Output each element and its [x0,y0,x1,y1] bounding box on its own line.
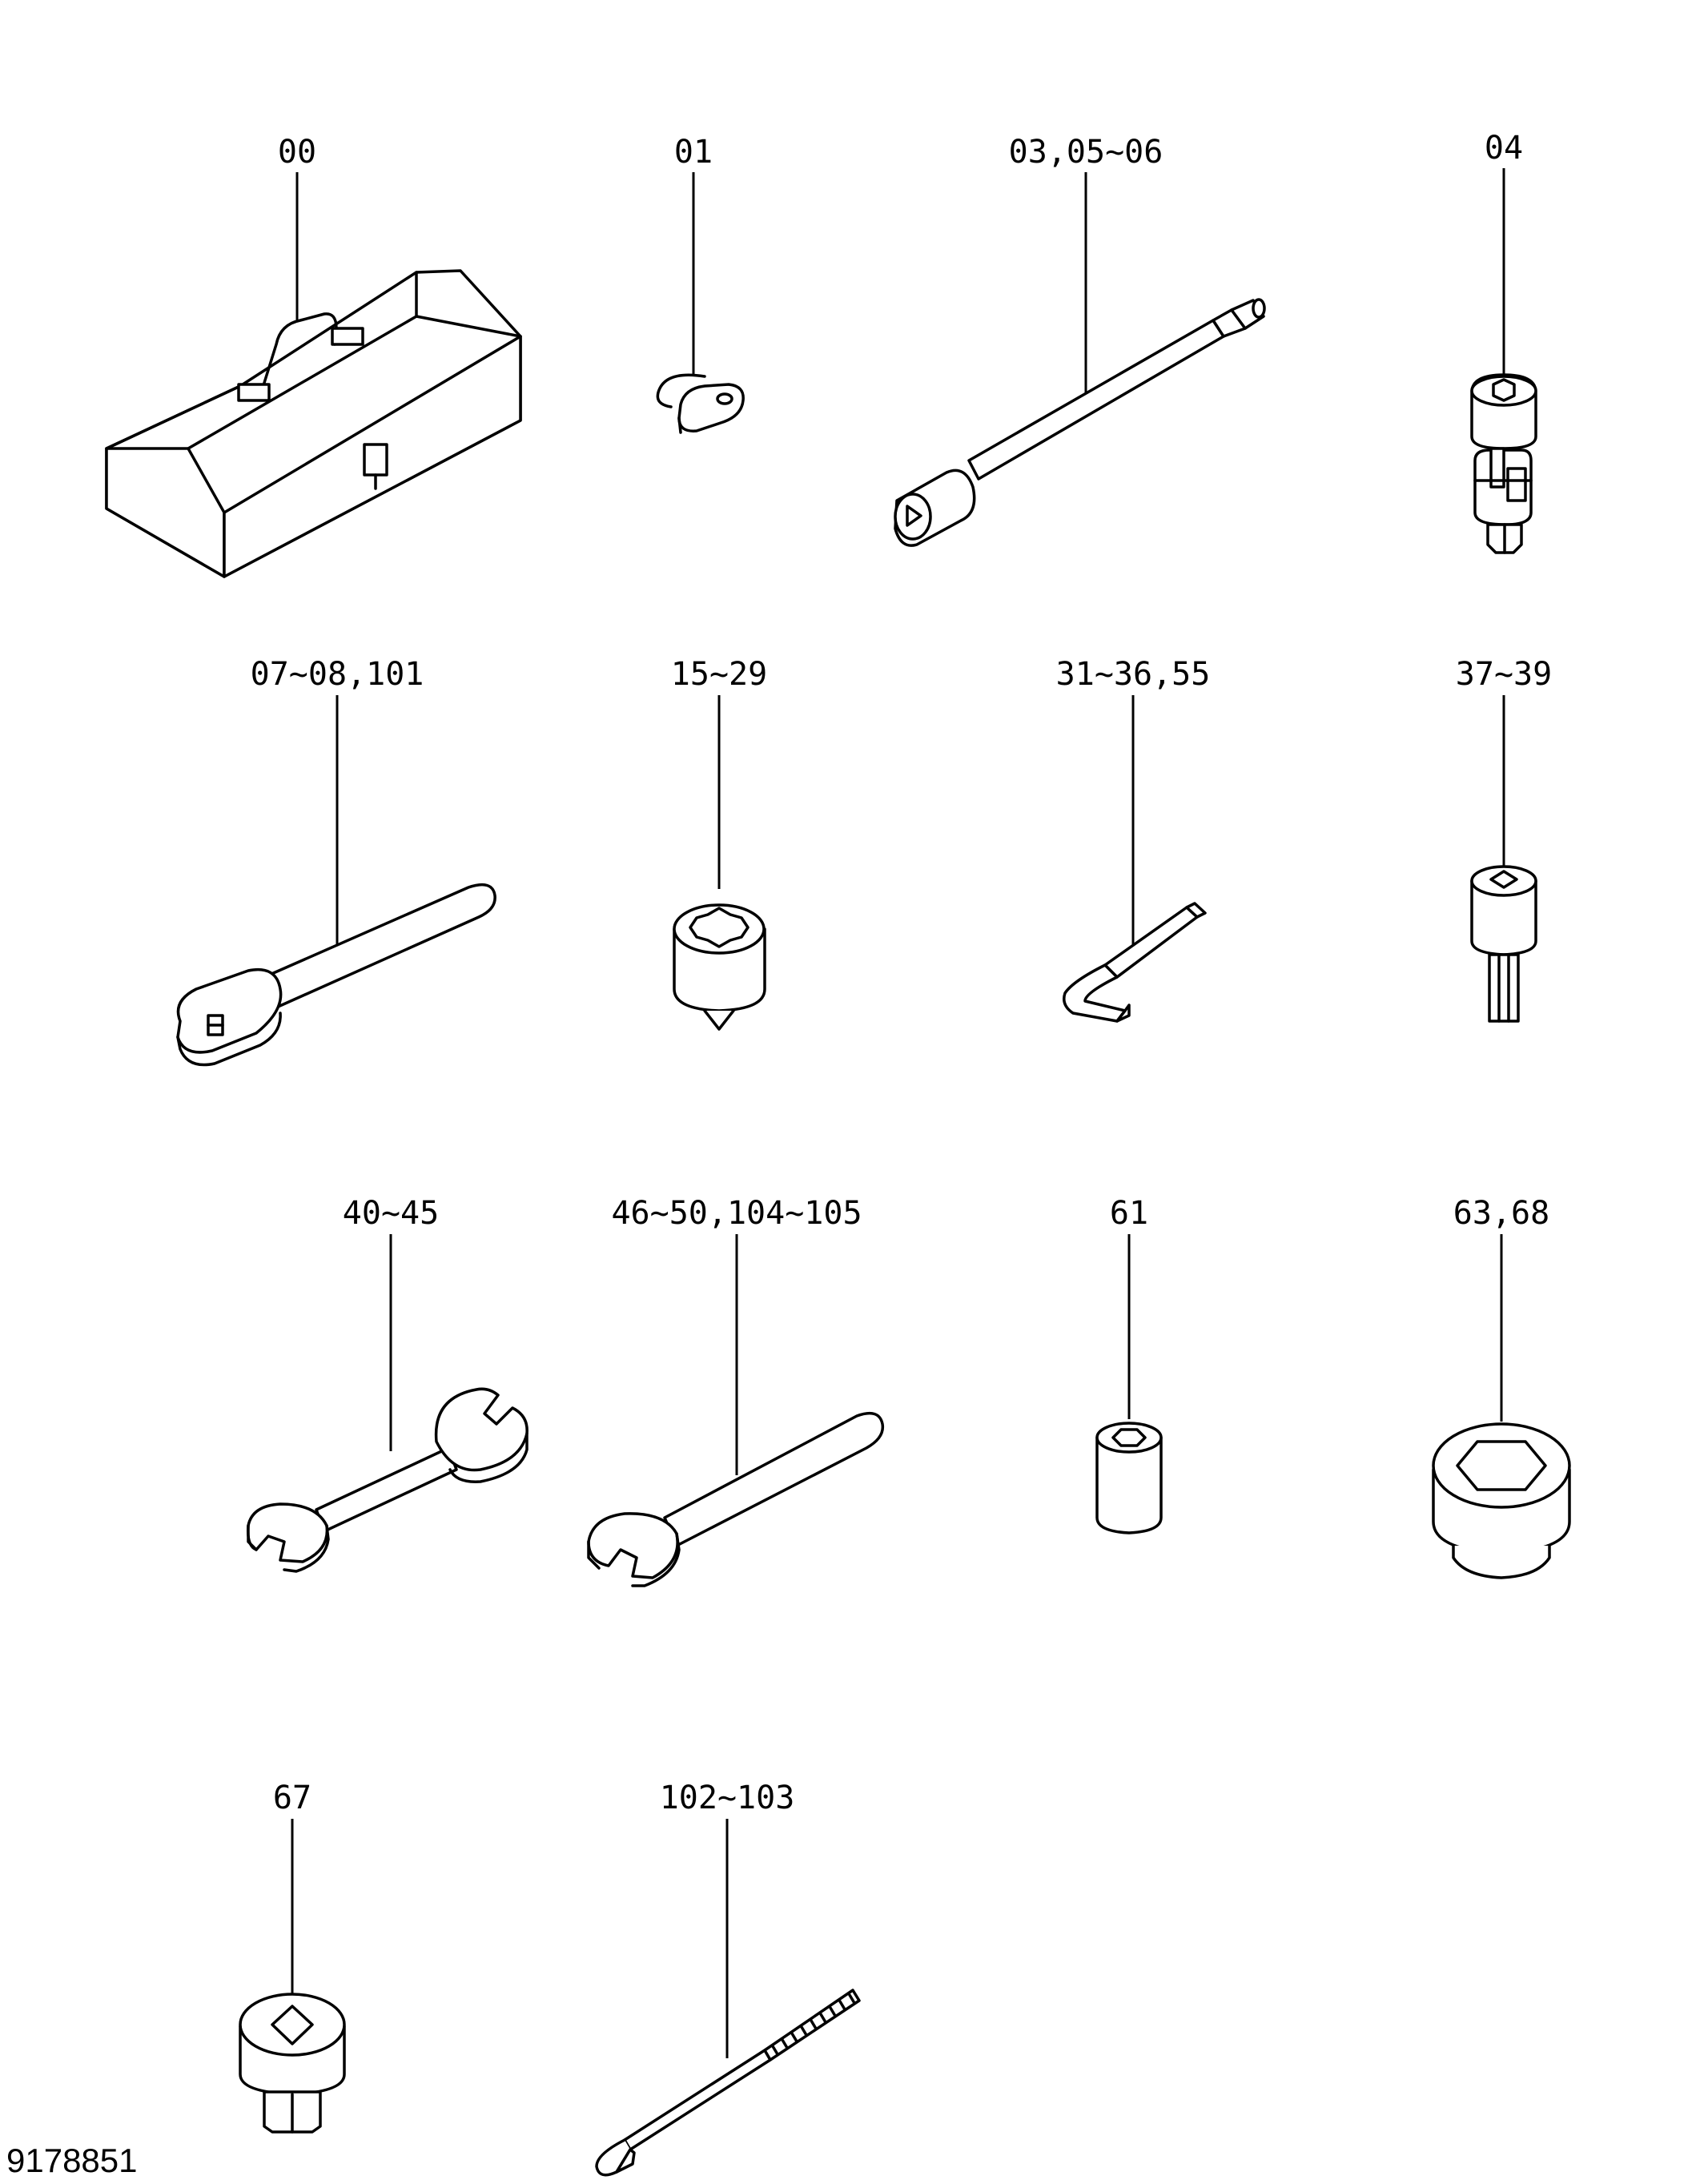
part-single-open-wrench: 46~50,104~105 [587,1195,885,1587]
part-threaded-rod: 102~103 [595,1780,861,2177]
hex-key-icon [1063,902,1207,1023]
callout-label-tool-box: 00 [278,134,316,171]
hook-icon [656,373,745,434]
callout-label-twelve-point-socket: 15~29 [671,656,767,693]
threaded-rod-icon [595,1989,861,2177]
drawing-number: 9178851 [6,2142,138,2179]
part-ratchet-handle: 07~08,101 [176,656,496,1067]
extension-bar-icon [894,298,1266,547]
part-hex-key: 31~36,55 [1056,656,1211,1023]
single-open-wrench-icon [587,1411,885,1587]
part-hex-bit-socket: 37~39 [1456,656,1552,1023]
part-extension-bar: 03,05~06 [894,134,1266,547]
part-square-drive-socket: 67 [239,1780,346,2134]
callout-label-threaded-rod: 102~103 [660,1780,795,1816]
part-universal-joint: 04 [1470,130,1537,554]
universal-joint-icon [1470,373,1537,554]
callout-label-universal-joint: 04 [1485,130,1523,167]
callout-label-single-open-wrench: 46~50,104~105 [611,1195,862,1232]
callout-label-hex-bit-socket: 37~39 [1456,656,1552,693]
square-drive-socket-icon [239,1993,346,2134]
tool-box-icon [105,269,522,578]
part-twelve-point-socket: 15~29 [671,656,767,1031]
callout-label-large-hex-socket: 63,68 [1453,1195,1549,1232]
callout-label-hook: 01 [674,134,713,171]
callout-label-small-hex-socket: 61 [1110,1195,1148,1232]
part-large-hex-socket: 63,68 [1432,1195,1571,1579]
part-hook: 01 [656,134,745,434]
callout-label-hex-key: 31~36,55 [1056,656,1211,693]
part-double-open-wrench: 40~45 [246,1195,528,1573]
twelve-point-socket-icon [673,903,766,1031]
double-open-wrench-icon [246,1387,528,1573]
part-small-hex-socket: 61 [1095,1195,1163,1534]
callout-label-ratchet-handle: 07~08,101 [251,656,424,693]
callout-label-extension-bar: 03,05~06 [1009,134,1163,171]
part-tool-box: 00 [105,134,522,578]
small-hex-socket-icon [1095,1422,1163,1534]
callout-label-double-open-wrench: 40~45 [343,1195,439,1232]
ratchet-handle-icon [176,883,496,1067]
large-hex-socket-icon [1432,1422,1571,1579]
hex-bit-socket-icon [1470,865,1537,1023]
callout-label-square-drive-socket: 67 [273,1780,311,1816]
